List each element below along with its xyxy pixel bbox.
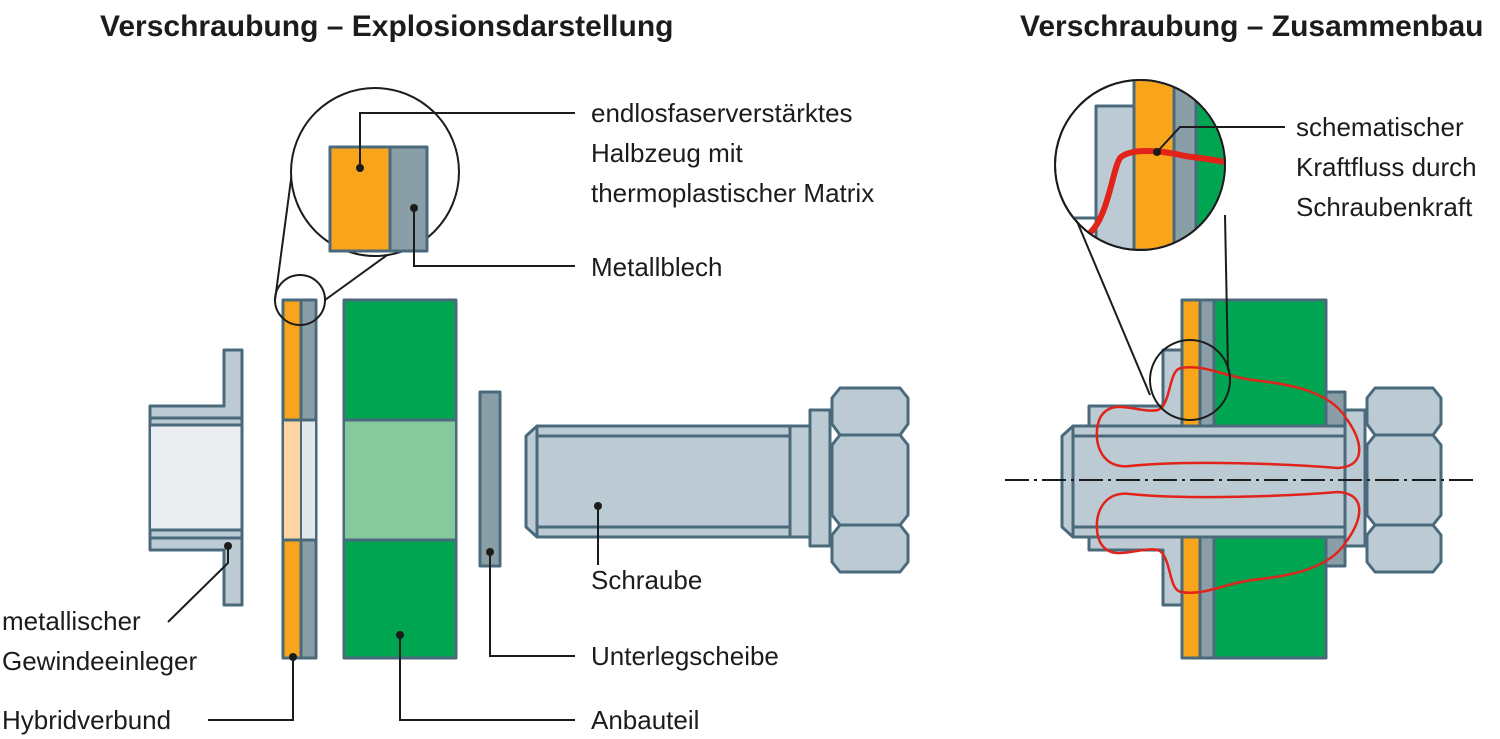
- washer: [478, 390, 502, 568]
- bolt: [524, 386, 910, 574]
- leader-unterlegscheibe: [489, 552, 575, 657]
- label-schraube: Schraube: [591, 565, 702, 595]
- label-halbzeug-line2: Halbzeug mit: [591, 138, 744, 168]
- leader-dot-einleger: [224, 542, 232, 550]
- leader-dot-schraube: [594, 502, 602, 510]
- label-einleger-line2: Gewindeeinleger: [2, 646, 197, 676]
- magnified-detail: [290, 87, 460, 257]
- assembly-bolt-shank: [1060, 424, 1347, 539]
- attached-part: [342, 298, 458, 660]
- label-kraftfluss-line2: Kraftfluss durch: [1296, 152, 1477, 182]
- leader-metallblech: [413, 208, 575, 267]
- leader-dot-metallblech: [410, 204, 418, 212]
- label-hybridverbund: Hybridverbund: [2, 705, 171, 735]
- leader-anbauteil: [399, 635, 575, 721]
- leader-dot-hybridverbund: [289, 653, 297, 661]
- title-exploded-view: Verschraubung – Explosionsdarstellung: [100, 10, 673, 43]
- label-halbzeug-line3: thermoplastischer Matrix: [591, 178, 874, 208]
- force-flow-upper: [1095, 366, 1361, 470]
- leader-dot-anbauteil: [396, 631, 404, 639]
- title-assembly-view: Verschraubung – Zusammenbau: [1020, 10, 1483, 43]
- zoom-line-left: [274, 171, 293, 301]
- label-halbzeug-line1: endlosfaserverstärktes: [591, 98, 853, 128]
- label-unterlegscheibe: Unterlegscheibe: [591, 641, 779, 671]
- leader-dot-halbzeug: [356, 164, 364, 172]
- leader-hybridverbund: [208, 657, 294, 721]
- label-kraftfluss-line1: schematischer: [1296, 112, 1464, 142]
- leader-dot-kraftfluss: [1153, 148, 1161, 156]
- label-einleger-line1: metallischer: [2, 606, 141, 636]
- assembly-zoom-line-right: [1224, 214, 1229, 371]
- exploded-view: endlosfaserverstärktes Halbzeug mit ther…: [2, 87, 910, 735]
- assembly-zoom-line-left: [1067, 199, 1151, 396]
- threaded-insert: [148, 348, 244, 607]
- assembly-magnified-detail: [1054, 79, 1226, 251]
- leader-dot-unterlegscheibe: [486, 548, 494, 556]
- force-flow-lower: [1095, 490, 1361, 594]
- label-kraftfluss-line3: Schraubenkraft: [1296, 192, 1473, 222]
- label-metallblech: Metallblech: [591, 252, 723, 282]
- leader-einleger: [167, 546, 229, 623]
- hybrid-laminate: [281, 298, 318, 660]
- leader-kraftfluss: [1156, 126, 1285, 153]
- assembly-detail-marker-circle: [1149, 339, 1231, 421]
- assembly-view: schematischer Kraftfluss durch Schrauben…: [1005, 79, 1477, 660]
- leader-halbzeug: [359, 112, 575, 168]
- label-anbauteil: Anbauteil: [591, 705, 699, 735]
